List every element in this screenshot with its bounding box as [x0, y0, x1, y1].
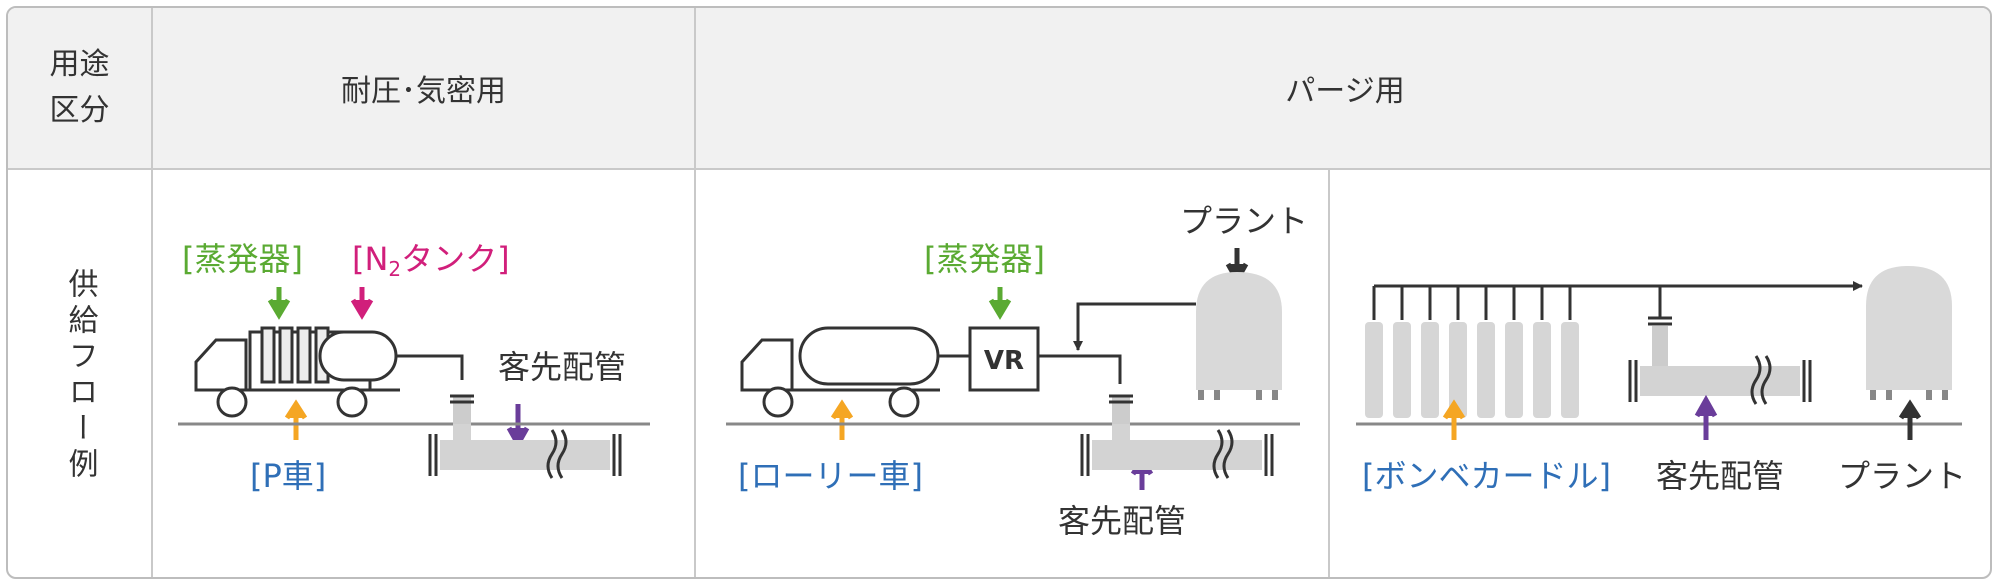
d3-plant-label: プラント — [1838, 457, 1966, 495]
d3-customer-piping — [1628, 316, 1812, 405]
d2-supply-line — [1038, 354, 1122, 384]
d2-vr-label: VR — [984, 346, 1024, 376]
d2-vr-box — [968, 326, 1040, 392]
d1-evaporator-label: [蒸発器] — [182, 240, 303, 278]
header-purge: パージ用 — [1285, 74, 1405, 109]
header-divider — [8, 168, 1990, 170]
d2-truck-label: [ローリー車] — [738, 457, 923, 495]
d2-plant-icon — [1196, 272, 1282, 400]
d1-piping-label: 客先配管 — [498, 348, 626, 386]
header-pressure-test: 耐圧･気密用 — [341, 74, 506, 109]
d1-truck-icon — [194, 326, 464, 418]
diagram-purge-tanker: [蒸発器] プラント [ローリー車] 客先配管 VR — [726, 202, 1308, 540]
d3-orange-arrow — [1442, 399, 1466, 440]
table-header-band — [8, 8, 1990, 168]
d2-evaporator-label: [蒸発器] — [924, 240, 1045, 278]
diagram-pressure-test: [蒸発器] [N2タンク] 客先配管 [P車] — [178, 240, 650, 495]
row-label-cell: 供給フロー例 — [8, 170, 151, 577]
d1-n2-tank-label: [N2タンク] — [352, 240, 510, 281]
column-divider-1 — [151, 8, 153, 577]
column-divider-3 — [1328, 168, 1330, 577]
d1-magenta-arrow — [350, 287, 374, 320]
d2-orange-arrow — [830, 399, 854, 440]
column-divider-2 — [694, 8, 696, 577]
d1-orange-arrow — [284, 399, 308, 440]
d3-manifold-lines — [1372, 281, 1863, 320]
d3-plant-arrow — [1898, 399, 1922, 440]
d2-return-line — [1073, 302, 1196, 351]
row-label-supply-flow: 供給フロー例 — [62, 267, 98, 484]
d2-green-arrow — [988, 287, 1012, 320]
diagram-purge-cylinders: [ボンベカードル] 客先配管 プラント — [1356, 266, 1966, 495]
d3-purple-arrow — [1694, 394, 1718, 440]
supply-table: 用途 区分 耐圧･気密用 パージ用 供給フロー例 — [6, 6, 1992, 579]
d3-plant-icon — [1866, 266, 1952, 400]
d1-green-arrow — [267, 287, 291, 320]
header-usage: 用途 区分 — [49, 47, 110, 128]
d3-piping-label: 客先配管 — [1656, 457, 1784, 495]
d2-plant-label: プラント — [1180, 202, 1308, 240]
d3-cylinder-bundle — [1365, 322, 1579, 418]
d2-tanker-icon — [740, 326, 970, 418]
d2-customer-piping — [1080, 394, 1274, 479]
d1-customer-piping — [428, 394, 622, 479]
d2-piping-label: 客先配管 — [1058, 502, 1186, 540]
d3-cylinders-label: [ボンベカードル] — [1362, 457, 1611, 495]
d1-truck-label: [P車] — [250, 457, 326, 495]
